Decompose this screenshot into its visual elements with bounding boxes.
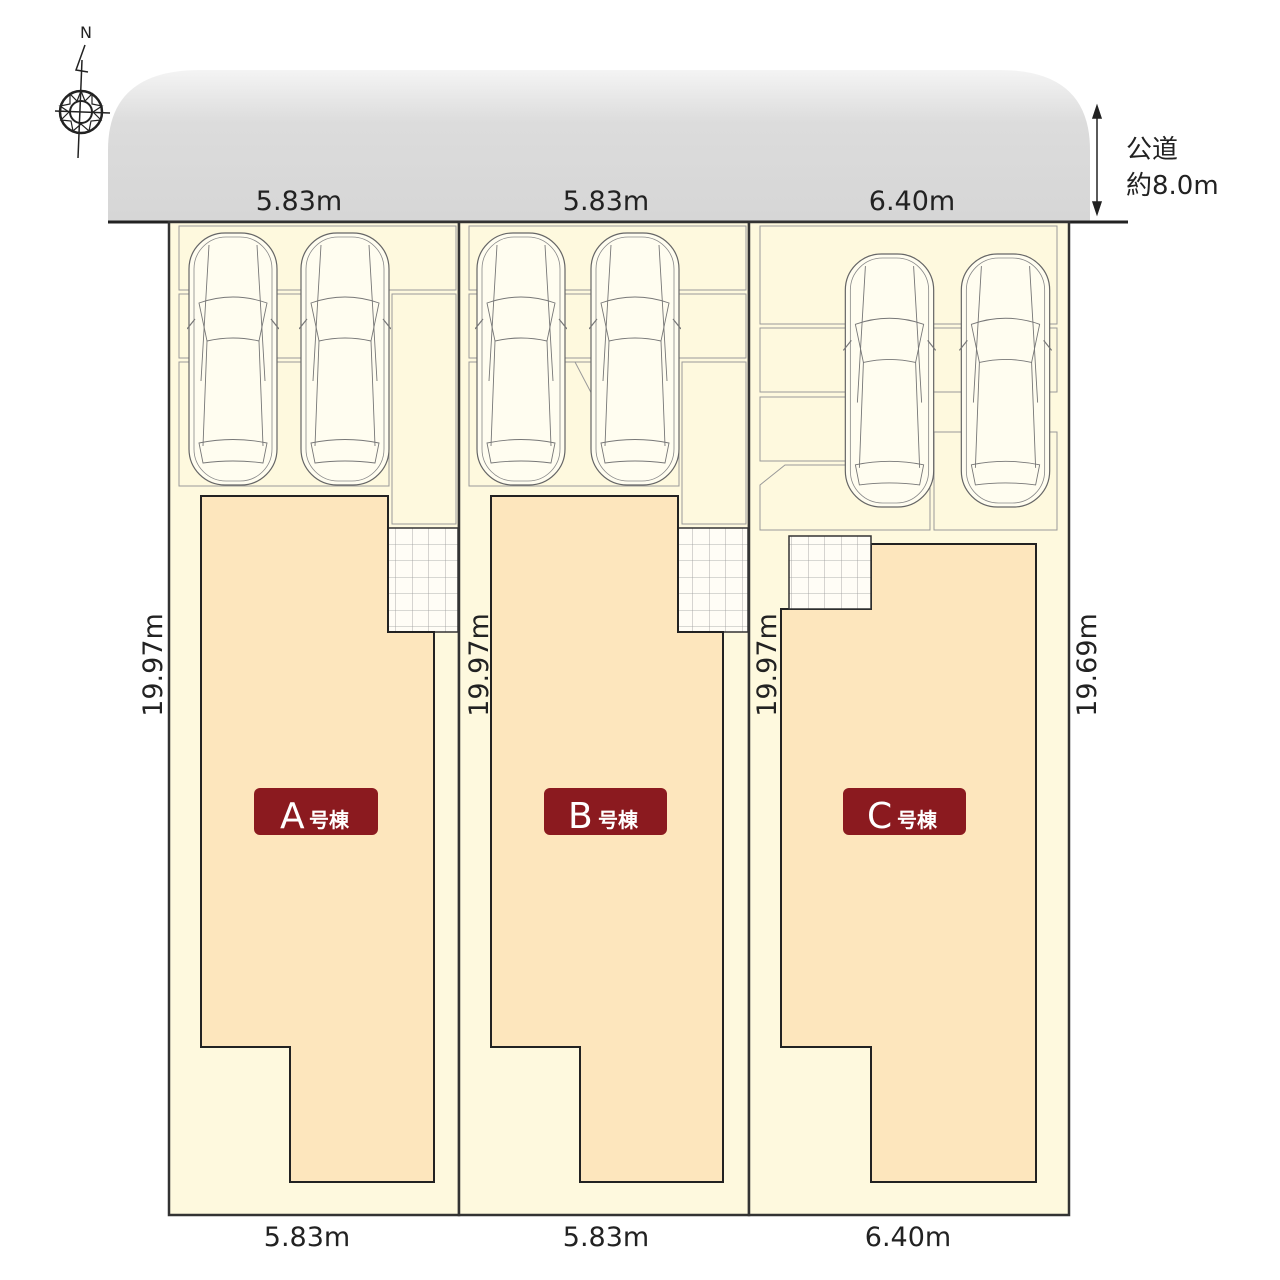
label-c-letter: C (867, 796, 892, 837)
dim-a-depth: 19.97m (138, 613, 169, 717)
label-a: A 号棟 (254, 788, 378, 837)
label-b-suffix: 号棟 (598, 808, 639, 832)
label-c-suffix: 号棟 (897, 808, 938, 832)
dim-b-bottom: 5.83m (563, 1222, 649, 1253)
entrance-tiles (387, 527, 459, 633)
dim-c-bottom: 6.40m (865, 1222, 951, 1253)
label-a-suffix: 号棟 (309, 808, 350, 832)
house-a (200, 495, 435, 1183)
lot-c (747, 220, 1071, 1217)
lot-b (457, 220, 751, 1217)
dim-b-top: 5.83m (563, 186, 649, 217)
house-b (490, 495, 724, 1183)
entrance-tiles (788, 535, 872, 610)
dim-a-bottom: 5.83m (264, 1222, 350, 1253)
entrance-tiles (677, 527, 749, 633)
dim-c-right-depth: 19.69m (1072, 613, 1103, 717)
north-label: N (80, 23, 92, 42)
north-compass-icon: N (54, 23, 111, 159)
label-a-letter: A (280, 796, 305, 837)
dim-c-depth: 19.97m (752, 613, 783, 717)
public-road (108, 70, 1090, 222)
dim-b-depth: 19.97m (464, 613, 495, 717)
dim-c-top: 6.40m (869, 186, 955, 217)
label-b-letter: B (568, 796, 593, 837)
lot-a (167, 220, 461, 1217)
label-b: B 号棟 (544, 788, 667, 837)
label-c: C 号棟 (843, 788, 966, 837)
road-width-arrow (1091, 103, 1103, 217)
dim-a-top: 5.83m (256, 186, 342, 217)
road-width-label: 約8.0m (1126, 171, 1219, 201)
road-label: 公道 (1126, 135, 1178, 165)
